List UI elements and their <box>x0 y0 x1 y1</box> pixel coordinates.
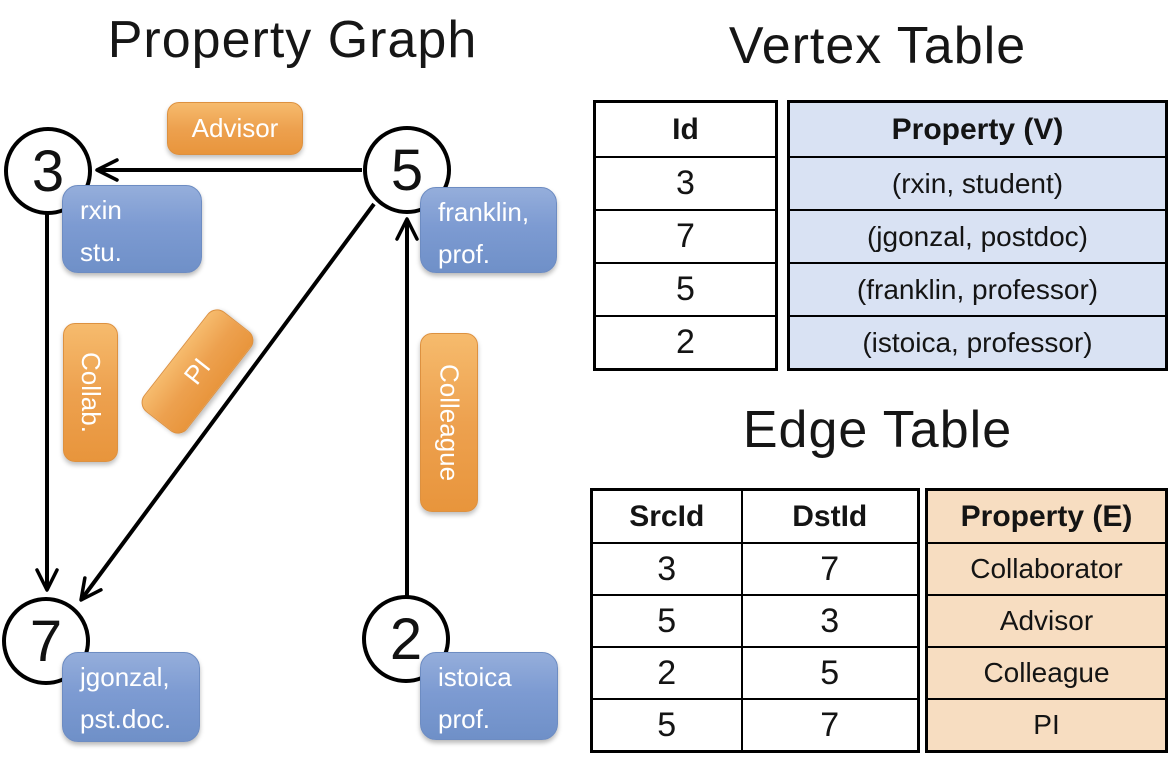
edge-table-header-property: Property (E) <box>925 488 1168 544</box>
edge-srcid-cell: 2 <box>590 646 743 700</box>
vertex-prop-box-rxin: rxin stu. <box>62 185 202 273</box>
vertex-prop-line2: prof. <box>438 704 491 734</box>
table-row: 5 <box>593 262 778 317</box>
vertex-prop-box-franklin: franklin, prof. <box>420 187 557 273</box>
vertex-id-cell: 7 <box>593 209 778 264</box>
edge-property-cell: PI <box>925 698 1168 753</box>
vertex-id-cell: 2 <box>593 315 778 371</box>
edge-srcid-cell: 3 <box>590 542 743 596</box>
table-row: (istoica, professor) <box>787 315 1168 371</box>
vertex-property-cell: (rxin, student) <box>787 156 1168 211</box>
table-row: PI <box>925 698 1168 753</box>
edge-table-id-columns: SrcId DstId 3 7 5 3 2 5 5 7 <box>590 488 920 753</box>
edge-property-cell: Colleague <box>925 646 1168 700</box>
edge-table-property-column: Property (E) Collaborator Advisor Collea… <box>925 488 1168 753</box>
table-row: (jgonzal, postdoc) <box>787 209 1168 264</box>
edge-dstid-cell: 3 <box>740 594 920 648</box>
vertex-id-cell: 3 <box>593 156 778 211</box>
graph-edges-layer <box>35 158 419 602</box>
vertex-table-id-column: Id 3 7 5 2 <box>593 100 778 371</box>
vertex-property-cell: (jgonzal, postdoc) <box>787 209 1168 264</box>
edge-label-colleague: Colleague <box>420 333 478 512</box>
property-graph-panel: Property Graph 3 5 7 2 rxin stu. frankli… <box>2 11 558 742</box>
edge-srcid-cell: 5 <box>590 594 743 648</box>
table-header-row: Id <box>593 100 778 158</box>
edge-label-collab: Collab. <box>63 323 118 462</box>
vertex-prop-box-istoica: istoica prof. <box>420 652 558 740</box>
table-header-row: Property (E) <box>925 488 1168 544</box>
vertex-prop-line2: stu. <box>80 237 122 267</box>
table-row: 3 7 <box>590 542 920 596</box>
table-row: 5 3 <box>590 594 920 648</box>
table-row: 2 <box>593 315 778 371</box>
vertex-circle-2: 2 <box>362 595 450 683</box>
edge-property-cell: Collaborator <box>925 542 1168 596</box>
table-header-row: Property (V) <box>787 100 1168 158</box>
property-graph-title: Property Graph <box>107 11 478 69</box>
table-header-row: SrcId DstId <box>590 488 920 544</box>
vertex-property-cell: (franklin, professor) <box>787 262 1168 317</box>
edge-table-header-dstid: DstId <box>740 488 920 544</box>
vertex-id-cell: 5 <box>593 262 778 317</box>
tables-panel: Vertex Table Id 3 7 5 2 Property (V) (rx… <box>585 0 1170 760</box>
vertex-table-property-column: Property (V) (rxin, student) (jgonzal, p… <box>787 100 1168 371</box>
vertex-prop-line1: istoica <box>438 662 512 692</box>
table-row: (franklin, professor) <box>787 262 1168 317</box>
table-row: Collaborator <box>925 542 1168 596</box>
vertex-prop-line2: prof. <box>438 239 491 269</box>
table-row: Colleague <box>925 646 1168 700</box>
edge-arrow-5-to-7 <box>79 202 376 602</box>
edge-table-title: Edge Table <box>742 401 1013 459</box>
vertex-prop-box-jgonzal: jgonzal, pst.doc. <box>62 652 200 742</box>
vertex-prop-line1: franklin, <box>438 197 530 227</box>
edge-dstid-cell: 7 <box>740 698 920 753</box>
edge-property-cell: Advisor <box>925 594 1168 648</box>
vertex-prop-line2: pst.doc. <box>80 704 172 734</box>
edge-table-header-srcid: SrcId <box>590 488 743 544</box>
table-row: Advisor <box>925 594 1168 648</box>
table-row: (rxin, student) <box>787 156 1168 211</box>
vertex-table-header-property: Property (V) <box>787 100 1168 158</box>
edge-dstid-cell: 5 <box>740 646 920 700</box>
edge-srcid-cell: 5 <box>590 698 743 753</box>
table-row: 3 <box>593 156 778 211</box>
edge-dstid-cell: 7 <box>740 542 920 596</box>
vertex-property-cell: (istoica, professor) <box>787 315 1168 371</box>
vertex-circle-5: 5 <box>363 126 451 214</box>
table-row: 7 <box>593 209 778 264</box>
vertex-prop-line1: rxin <box>80 195 122 225</box>
edge-label-advisor: Advisor <box>167 102 303 155</box>
vertex-prop-line1: jgonzal, <box>80 662 170 692</box>
table-row: 5 7 <box>590 698 920 753</box>
table-row: 2 5 <box>590 646 920 700</box>
vertex-table-title: Vertex Table <box>728 17 1027 75</box>
vertex-table-header-id: Id <box>593 100 778 158</box>
